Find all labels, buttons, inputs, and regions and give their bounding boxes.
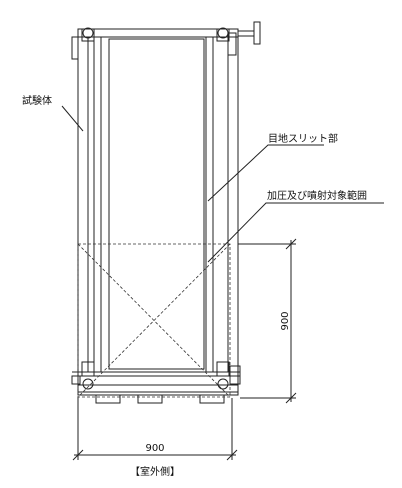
- top-beam: [77, 28, 239, 38]
- foot-middle: [137, 394, 163, 404]
- top-right-bracket: [216, 28, 230, 42]
- top-left-bracket: [81, 28, 95, 42]
- label-specimen: 試験体: [22, 94, 52, 107]
- target-range-box: [77, 243, 231, 398]
- inner-panel: [108, 38, 205, 370]
- top-left-stub: [71, 36, 79, 60]
- top-handle-plate: [253, 21, 261, 45]
- dimension-horizontal-value: 900: [145, 443, 164, 454]
- bottom-right-roller: [217, 378, 229, 390]
- label-outdoor-side: 【室外側】: [130, 465, 180, 478]
- dim-v-tick: [285, 392, 297, 404]
- dim-v-tick: [285, 238, 297, 250]
- bottom-left-bracket: [81, 361, 95, 377]
- top-left-roller: [82, 27, 94, 39]
- foot-right: [199, 394, 225, 404]
- bottom-right-bracket: [216, 361, 230, 377]
- top-right-stub: [227, 32, 237, 56]
- bottom-left-roller: [82, 378, 94, 390]
- foot-left: [95, 394, 121, 404]
- leader-joint-slit: [207, 144, 324, 202]
- dim-h-tick: [72, 449, 84, 461]
- label-target-range: 加圧及び噴射対象範囲: [267, 189, 367, 202]
- specimen-outer-frame: [77, 28, 239, 396]
- label-joint-slit: 目地スリット部: [268, 132, 338, 145]
- leader-target-range: [207, 202, 384, 263]
- dim-h-tick: [226, 449, 238, 461]
- dimension-vertical-value: 900: [280, 311, 291, 330]
- leader-specimen: [61, 105, 84, 132]
- bottom-left-stub: [71, 375, 81, 385]
